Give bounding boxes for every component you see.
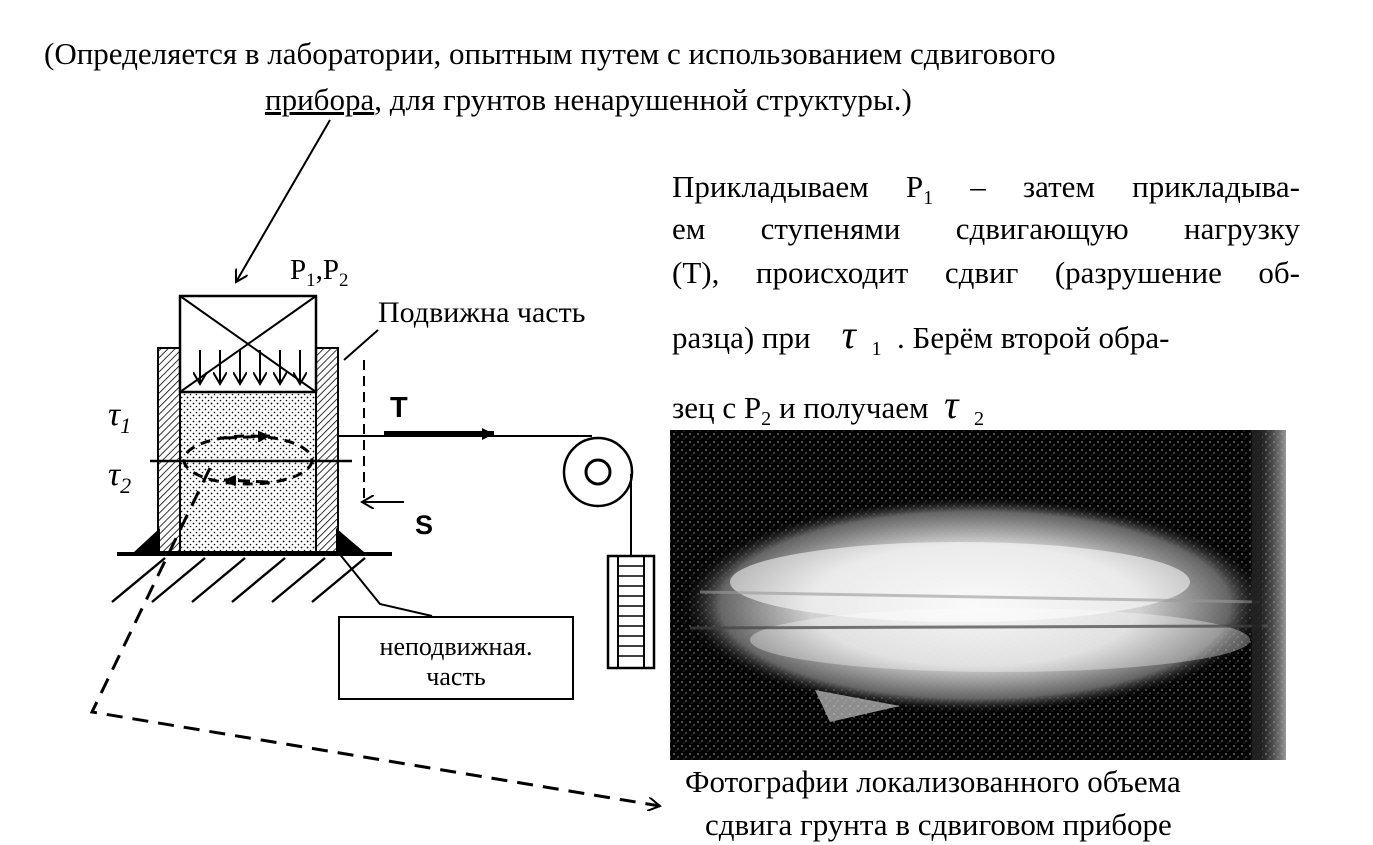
movable-part-label: Подвижна часть: [378, 296, 586, 329]
load-arrows: [200, 350, 300, 384]
load-label: Р1,Р2: [290, 254, 348, 291]
subscript: 1: [120, 412, 132, 438]
tau-symbol: τ: [108, 456, 121, 493]
soil-sample: [179, 391, 317, 553]
movable-pointer: [343, 329, 379, 361]
photo-pointer-dashed: [89, 467, 660, 806]
fixed-part-line-2: часть: [426, 662, 486, 691]
header-link-word: прибора: [265, 82, 375, 117]
subscript: 1: [923, 187, 934, 210]
paragraph-text: зец с Р: [672, 390, 762, 425]
header-line-1: (Определяется в лаборатории, опытным пут…: [44, 36, 1056, 71]
subscript: 2: [761, 408, 772, 431]
tau1-label: τ1: [108, 396, 131, 438]
load-letter: ,Р: [315, 254, 339, 286]
paragraph-line-3: (Т), происходит сдвиг (разрушение об-: [672, 255, 1300, 290]
fixed-part-box: неподвижная.часть: [338, 616, 574, 700]
paragraph-line-5: зец с Р2 и получаем τ 2: [672, 385, 1300, 431]
paragraph-text: . Берём второй обра-: [897, 320, 1170, 355]
header-line-2-rest: , для грунтов ненарушенной структуры.): [374, 82, 912, 117]
paragraph-line-2: ем ступенями сдвигающую нагрузку: [672, 211, 1300, 246]
subscript: 1: [871, 338, 882, 361]
paragraph-line-1: Прикладываем Р1 – затем прикладыва-: [672, 169, 1300, 210]
weight-stack: [606, 554, 656, 670]
subscript: 2: [120, 472, 132, 498]
paragraph-line-4: разца) при τ 1 . Берём второй обра-: [672, 315, 1300, 361]
tau-symbol: τ: [944, 382, 959, 427]
paragraph-text: – затем прикладыва-: [933, 169, 1300, 204]
right-wall: [315, 347, 339, 553]
shear-photo: [670, 430, 1286, 760]
photo-caption-line-1: Фотографии локализованного объема: [685, 764, 1181, 799]
fixed-pointer: [337, 551, 433, 617]
ground-hatch: [111, 557, 366, 603]
paragraph-text: Прикладываем Р: [672, 169, 924, 204]
shear-zone: [182, 434, 314, 486]
left-wall: [157, 347, 181, 553]
fixed-part-line-1: неподвижная.: [379, 632, 533, 661]
s-label: S: [415, 510, 434, 540]
load-letter: Р: [290, 254, 307, 286]
pointer-line: [236, 119, 331, 282]
paragraph-text: и получаем: [771, 390, 929, 425]
subscript: 2: [338, 269, 349, 291]
tau2-label: τ2: [108, 456, 131, 498]
header-line-2: прибора, для грунтов ненарушенной структ…: [265, 82, 912, 118]
left-support: [134, 528, 160, 552]
subscript: 1: [306, 269, 316, 291]
right-support: [336, 528, 364, 552]
paragraph-text: разца) при: [672, 320, 811, 355]
t-force-label: T: [390, 392, 408, 424]
photo-caption-line-2: сдвига грунта в сдвиговом приборе: [705, 807, 1172, 842]
subscript: 2: [973, 408, 985, 431]
tau-symbol: τ: [841, 312, 856, 357]
tau-symbol: τ: [108, 396, 121, 433]
